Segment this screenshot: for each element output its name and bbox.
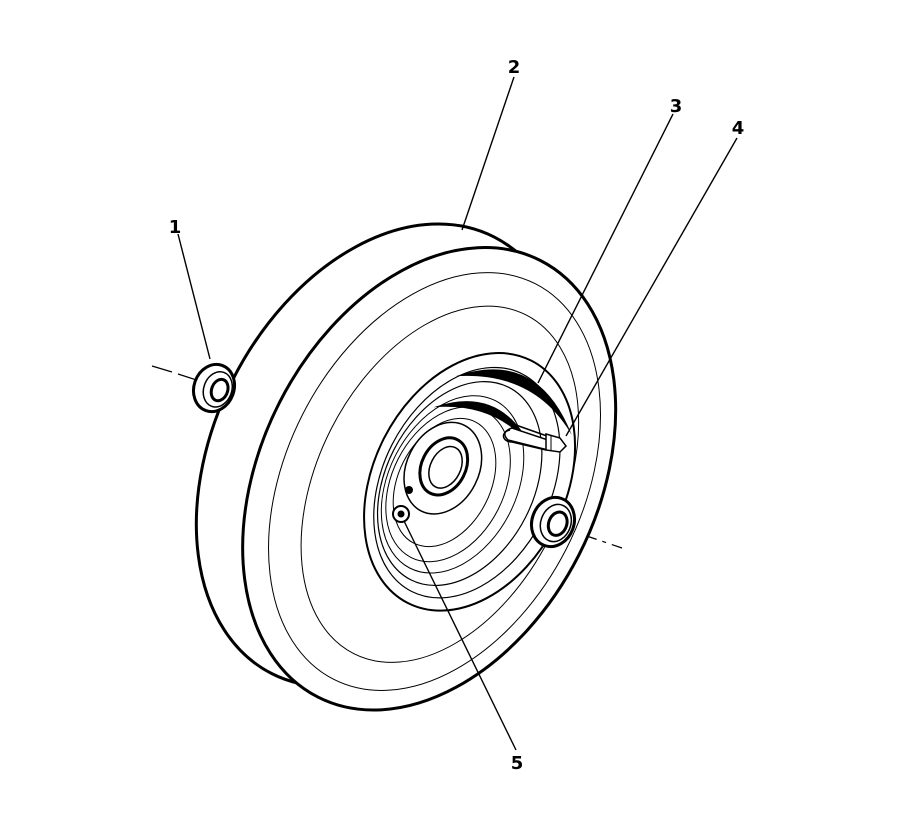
callout-5: 5 xyxy=(511,753,524,774)
tire-sidewall-contour-1 xyxy=(268,272,601,691)
rim-ring-3 xyxy=(380,395,525,574)
leader-4 xyxy=(565,137,738,437)
callout-1: 1 xyxy=(169,217,182,238)
valve-stem xyxy=(502,423,567,453)
rim-ring-4 xyxy=(385,406,511,563)
rim-ring-5 xyxy=(392,417,497,548)
bearing-left xyxy=(191,362,237,414)
leader-3 xyxy=(537,113,674,384)
callout-4: 4 xyxy=(732,118,745,139)
rim-ring-2 xyxy=(376,381,543,587)
hub-bore-inner xyxy=(428,445,463,489)
callout-2: 2 xyxy=(508,57,521,78)
rim-flange-shadow xyxy=(456,369,572,436)
grease-fitting xyxy=(392,486,413,523)
callout-3: 3 xyxy=(670,96,683,117)
bearing-right xyxy=(529,495,577,549)
leader-5 xyxy=(403,520,517,751)
leader-1 xyxy=(177,233,211,360)
leader-2 xyxy=(461,76,515,231)
